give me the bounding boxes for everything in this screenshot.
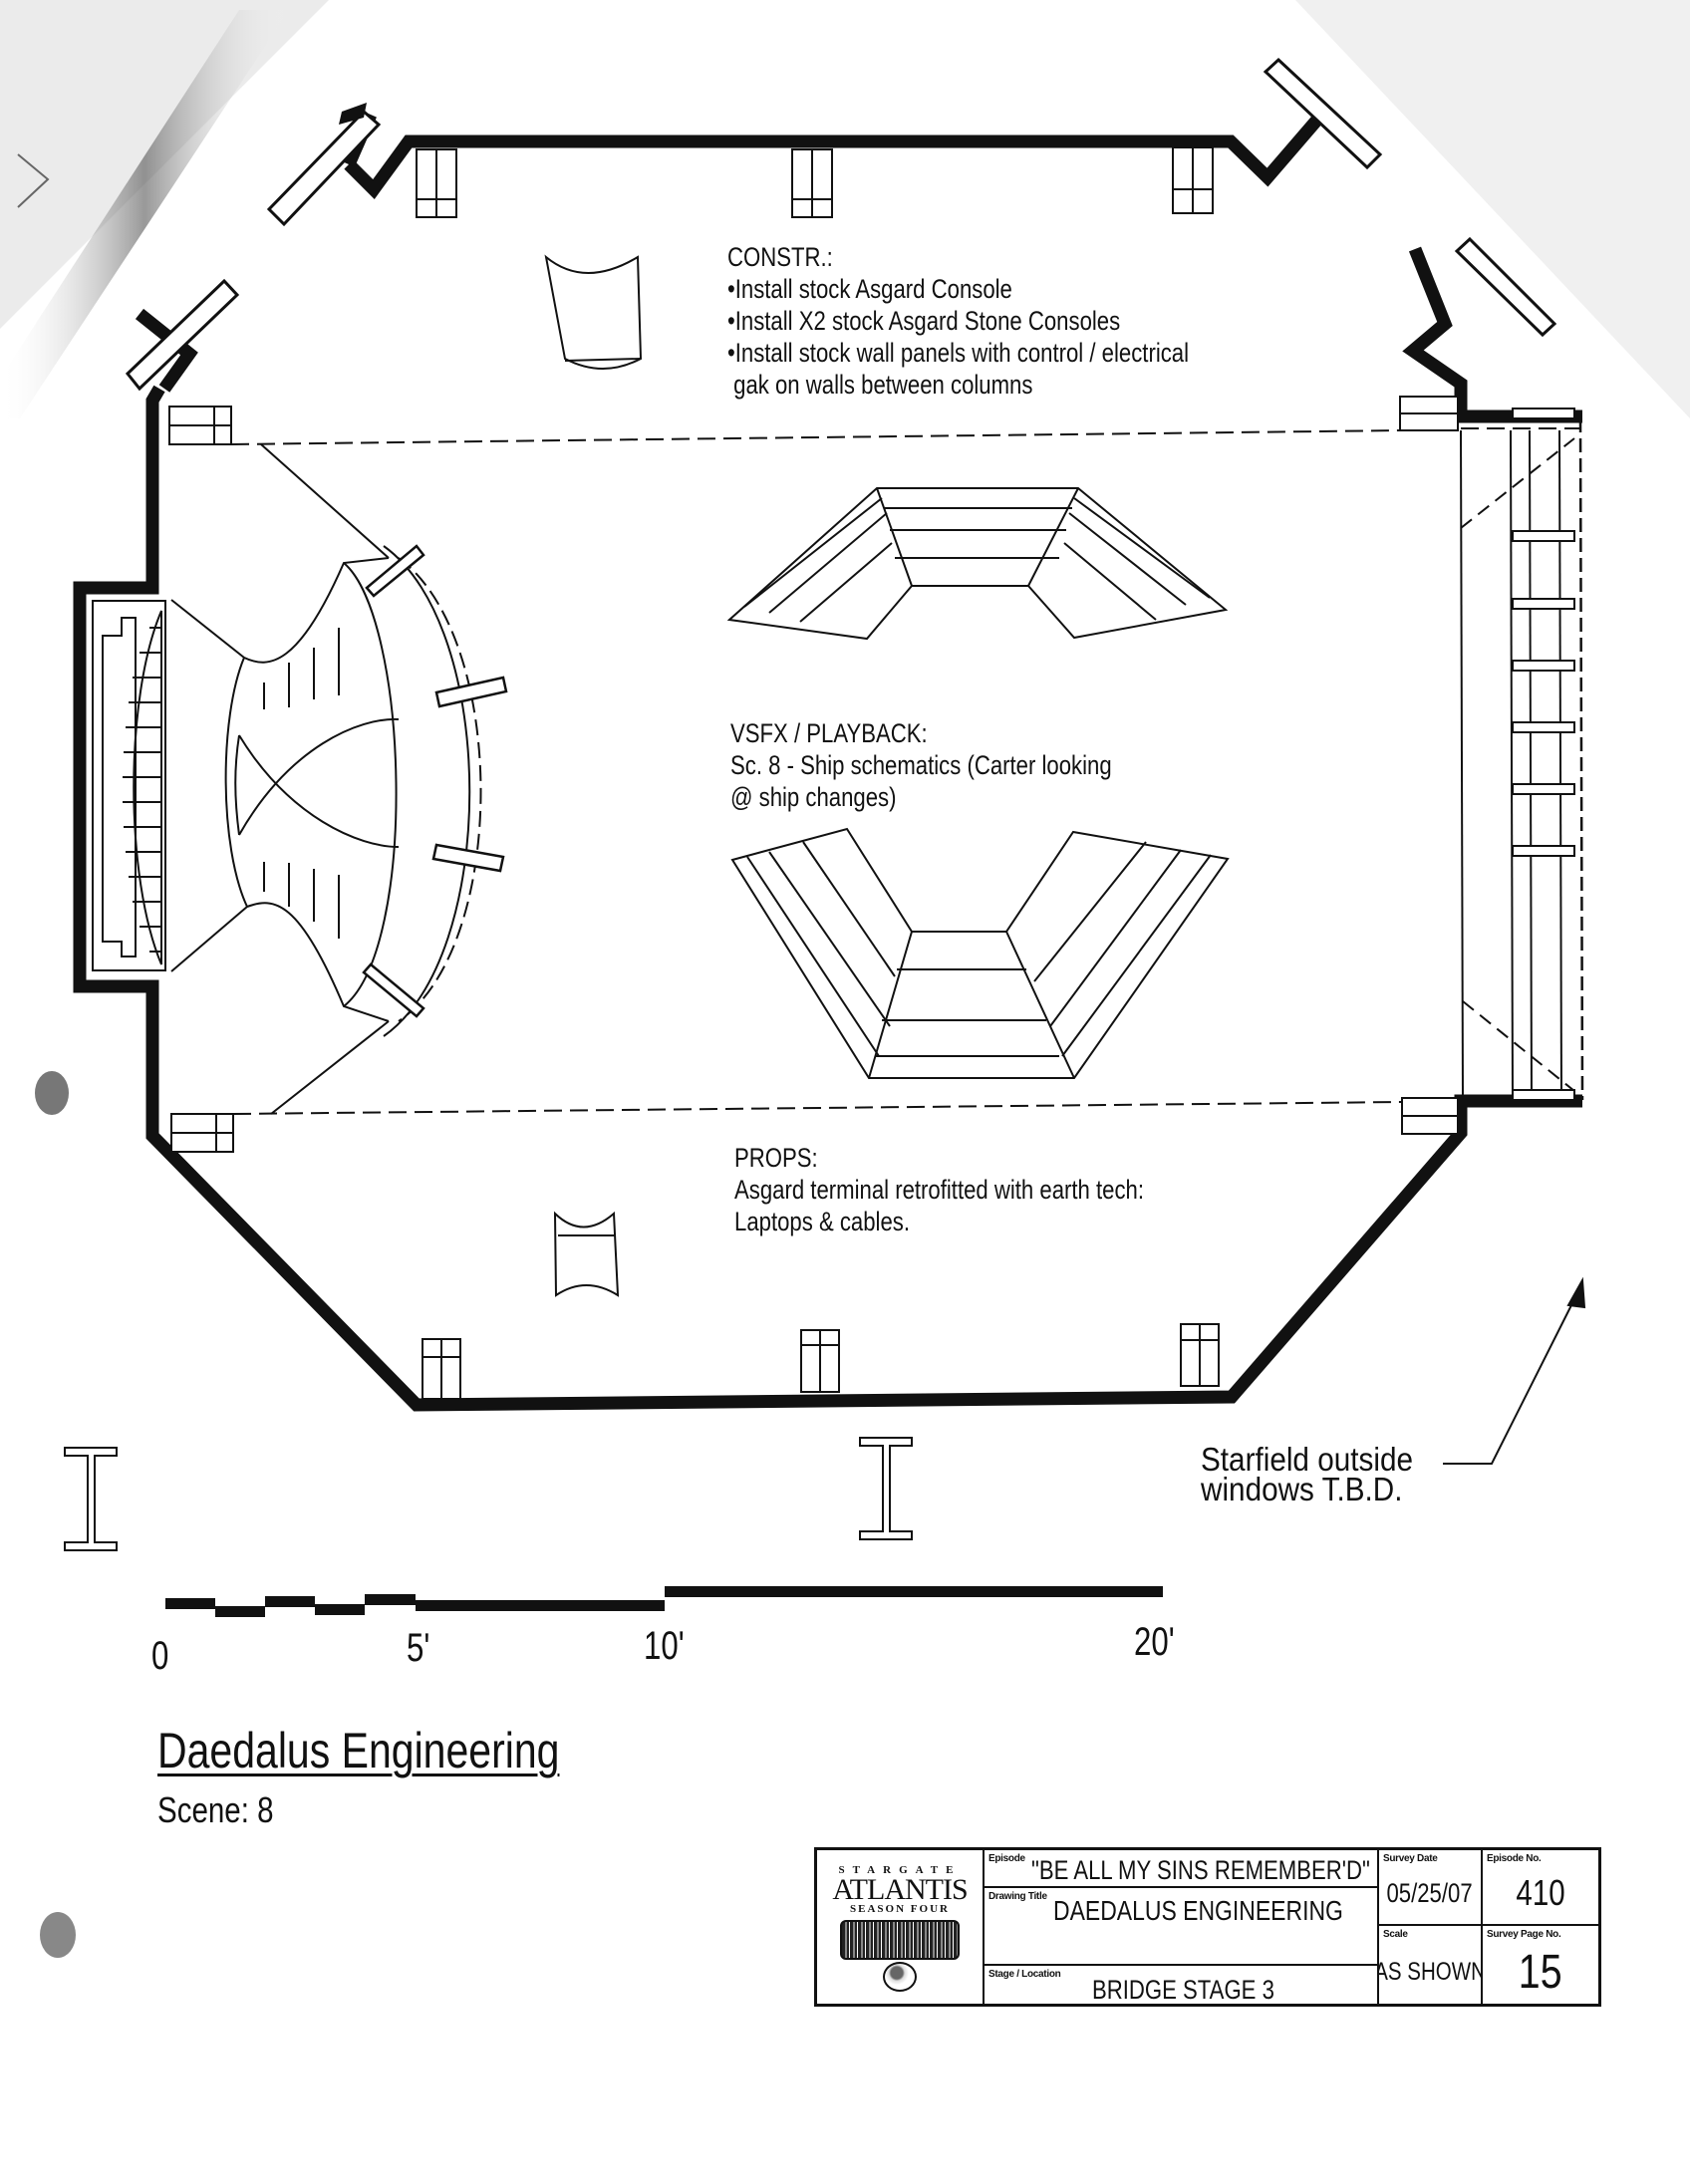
episode-number-info: Episode No. 410 Survey Page No. 15 <box>1483 1850 1598 2007</box>
scale-label-10: 10' <box>644 1624 685 1668</box>
hole-punch <box>35 1071 69 1115</box>
starfield-line: windows T.B.D. <box>1201 1471 1403 1507</box>
show-logo: STARGATE ATLANTIS SEASON FOUR <box>817 1850 985 2007</box>
starfield-arrow <box>1443 1276 1586 1465</box>
construction-item: gak on walls between columns <box>727 370 1033 400</box>
i-beam-icon <box>859 1437 913 1540</box>
title-block: STARGATE ATLANTIS SEASON FOUR Episode "B… <box>814 1847 1601 2007</box>
survey-page-cell: Survey Page No. 15 <box>1483 1926 1598 2007</box>
drawing-title-value: DAEDALUS ENGINEERING <box>1052 1895 1343 1926</box>
vsfx-notes: VSFX / PLAYBACK: Sc. 8 - Ship schematics… <box>730 717 1112 813</box>
scale-label-20: 20' <box>1134 1620 1175 1664</box>
drawing-title-label: Drawing Title <box>988 1891 1047 1902</box>
ship-windows <box>1460 408 1584 1101</box>
seating-bottom <box>730 827 1230 1079</box>
scale-cell: Scale AS SHOWN <box>1379 1926 1481 2007</box>
i-beam-markers <box>64 1437 913 1551</box>
props-heading: PROPS: <box>734 1143 818 1173</box>
logo-line-1: STARGATE <box>838 1864 962 1876</box>
hole-punch <box>40 1912 76 1958</box>
episode-number-label: Episode No. <box>1487 1853 1542 1864</box>
construction-notes: CONSTR.: •Install stock Asgard Console •… <box>727 241 1189 401</box>
props-notes: PROPS: Asgard terminal retrofitted with … <box>734 1142 1144 1237</box>
survey-date-value: 05/25/07 <box>1386 1877 1474 1908</box>
construction-item: •Install X2 stock Asgard Stone Consoles <box>727 306 1121 336</box>
scale-bar <box>165 1586 1163 1617</box>
scale-label: Scale <box>1383 1929 1408 1940</box>
survey-date-label: Survey Date <box>1383 1853 1438 1864</box>
columns <box>168 146 1459 1400</box>
episode-number-value: 410 <box>1516 1872 1565 1913</box>
starfield-line: Starfield outside <box>1201 1441 1413 1478</box>
wall-tees <box>125 57 1557 392</box>
dashed-lines <box>230 427 1580 1115</box>
stage-value: BRIDGE STAGE 3 <box>1092 1975 1275 2005</box>
props-line: Laptops & cables. <box>734 1207 911 1236</box>
vsfx-heading: VSFX / PLAYBACK: <box>730 718 928 748</box>
glyph-plaque-icon <box>840 1920 960 1960</box>
drawing-title-cell: Drawing Title DAEDALUS ENGINEERING <box>985 1888 1377 1966</box>
survey-date-cell: Survey Date 05/25/07 <box>1379 1850 1481 1926</box>
logo-line-3: SEASON FOUR <box>850 1903 950 1915</box>
vsfx-line: @ ship changes) <box>730 782 897 812</box>
episode-name: "BE ALL MY SINS REMEMBER'D" <box>1030 1855 1370 1885</box>
scale-value: AS SHOWN <box>1379 1958 1481 1986</box>
survey-info: Survey Date 05/25/07 Scale AS SHOWN <box>1379 1850 1483 2007</box>
vsfx-line: Sc. 8 - Ship schematics (Carter looking <box>730 750 1112 780</box>
i-beam-icon <box>64 1447 118 1551</box>
logo-line-2: ATLANTIS <box>832 1873 968 1906</box>
survey-page-label: Survey Page No. <box>1487 1929 1561 1940</box>
episode-info: Episode "BE ALL MY SINS REMEMBER'D" Draw… <box>985 1850 1379 2007</box>
stage-label: Stage / Location <box>988 1969 1061 1980</box>
seating-top <box>726 487 1229 641</box>
scan-artifacts <box>0 0 1690 1958</box>
scale-label-0: 0 <box>151 1634 169 1678</box>
scale-label-5: 5' <box>407 1626 430 1670</box>
asgard-consoles <box>544 254 643 1297</box>
stargate-icon <box>883 1962 917 1992</box>
construction-item: •Install stock Asgard Console <box>727 274 1012 304</box>
construction-heading: CONSTR.: <box>727 242 833 272</box>
stage-cell: Stage / Location BRIDGE STAGE 3 <box>985 1966 1377 2007</box>
episode-cell: Episode "BE ALL MY SINS REMEMBER'D" <box>985 1850 1377 1888</box>
drawing-title: Daedalus Engineering <box>157 1723 560 1778</box>
props-line: Asgard terminal retrofitted with earth t… <box>734 1175 1145 1205</box>
episode-number-cell: Episode No. 410 <box>1483 1850 1598 1926</box>
episode-label: Episode <box>988 1853 1025 1864</box>
survey-page-value: 15 <box>1519 1945 1562 1999</box>
starfield-note: Starfield outside windows T.B.D. <box>1201 1441 1413 1507</box>
construction-item: •Install stock wall panels with control … <box>727 338 1190 368</box>
console-posts <box>362 544 508 1018</box>
scene-number: Scene: 8 <box>157 1789 274 1830</box>
